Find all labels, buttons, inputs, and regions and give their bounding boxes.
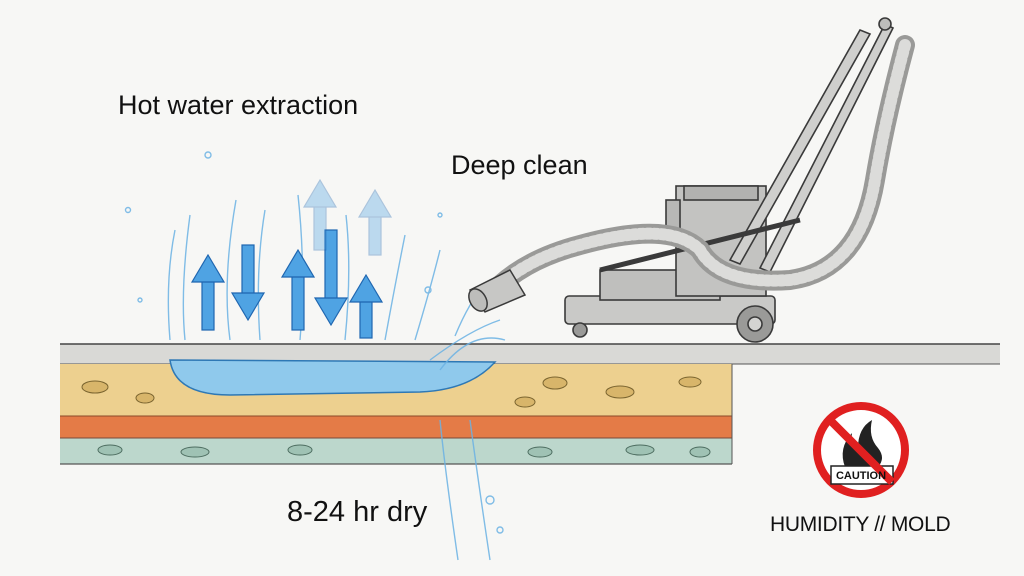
- caution-sign: [813, 402, 909, 498]
- arrow-up-icon: [190, 253, 226, 331]
- nozzle: [468, 269, 527, 313]
- humidity-mold-label: HUMIDITY // MOLD: [770, 513, 951, 536]
- deep-clean-label: Deep clean: [451, 150, 588, 180]
- water-splash: [124, 151, 506, 561]
- arrow-down-icon: [313, 229, 349, 327]
- vacuum-hose: [490, 35, 915, 295]
- flame-icon: [842, 420, 882, 467]
- arrow-up-icon: [348, 273, 384, 339]
- extraction-machine: [564, 17, 895, 343]
- arrow-down-icon: [230, 244, 266, 322]
- water-pocket: [169, 359, 497, 396]
- diagram-title: Hot water extraction: [118, 90, 359, 120]
- arrow-up-faded-icon: [302, 178, 393, 256]
- caution-label: CAUTION: [835, 470, 887, 482]
- dry-time-label: 8-24 hr dry: [287, 496, 428, 528]
- extraction-arrows: [190, 178, 393, 339]
- arrow-up-icon: [280, 248, 316, 331]
